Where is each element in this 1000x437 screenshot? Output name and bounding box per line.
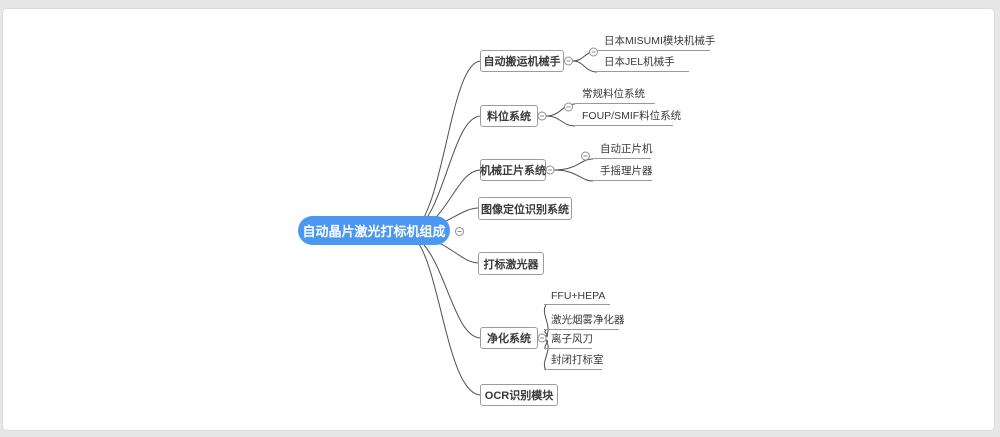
connector-line — [545, 115, 576, 127]
collapse-icon[interactable] — [537, 333, 547, 343]
subtopic[interactable]: 离子风刀 — [544, 332, 593, 349]
branch-topic-vision-system[interactable]: 图像定位识别系统 — [478, 197, 572, 220]
connector-line — [411, 235, 482, 396]
subtopic[interactable]: FFU+HEPA — [544, 288, 610, 305]
subtopic[interactable]: 激光烟雾净化器 — [544, 313, 625, 330]
branch-topic-material-system[interactable]: 料位系统 — [480, 105, 538, 127]
connector-line — [553, 169, 594, 182]
branch-topic-handling-robot[interactable]: 自动搬运机械手 — [480, 50, 564, 72]
connector-line — [544, 329, 549, 338]
branch-topic-purification-system[interactable]: 净化系统 — [480, 327, 538, 349]
central-topic[interactable]: 自动晶片激光打标机组成 — [298, 216, 450, 245]
collapse-icon[interactable] — [545, 165, 555, 175]
collapse-icon[interactable] — [537, 111, 547, 121]
branch-topic-aligner-system[interactable]: 机械正片系统 — [480, 159, 546, 181]
subtopic[interactable]: 自动正片机 — [593, 142, 653, 159]
connector-line — [543, 304, 549, 337]
collapse-icon[interactable] — [455, 227, 464, 236]
subtopic[interactable]: 手摇理片器 — [593, 164, 653, 181]
subtopic[interactable]: 封闭打标室 — [544, 353, 604, 370]
connector-line — [572, 60, 598, 73]
subtopic[interactable]: 日本MISUMI模块机械手 — [597, 34, 715, 51]
collapse-icon[interactable] — [564, 56, 573, 66]
collapse-icon[interactable] — [589, 47, 598, 57]
subtopic[interactable]: FOUP/SMIF料位系统 — [575, 109, 681, 126]
collapse-icon[interactable] — [581, 151, 590, 161]
connector-line — [411, 60, 482, 234]
subtopic[interactable]: 日本JEL机械手 — [597, 55, 689, 72]
connector-line — [553, 158, 594, 171]
branch-topic-ocr-module[interactable]: OCR识别模块 — [480, 384, 558, 406]
branch-topic-marking-laser[interactable]: 打标激光器 — [478, 252, 544, 275]
connector-line — [543, 340, 549, 371]
subtopic[interactable]: 常规料位系统 — [575, 87, 655, 104]
collapse-icon[interactable] — [564, 102, 573, 112]
